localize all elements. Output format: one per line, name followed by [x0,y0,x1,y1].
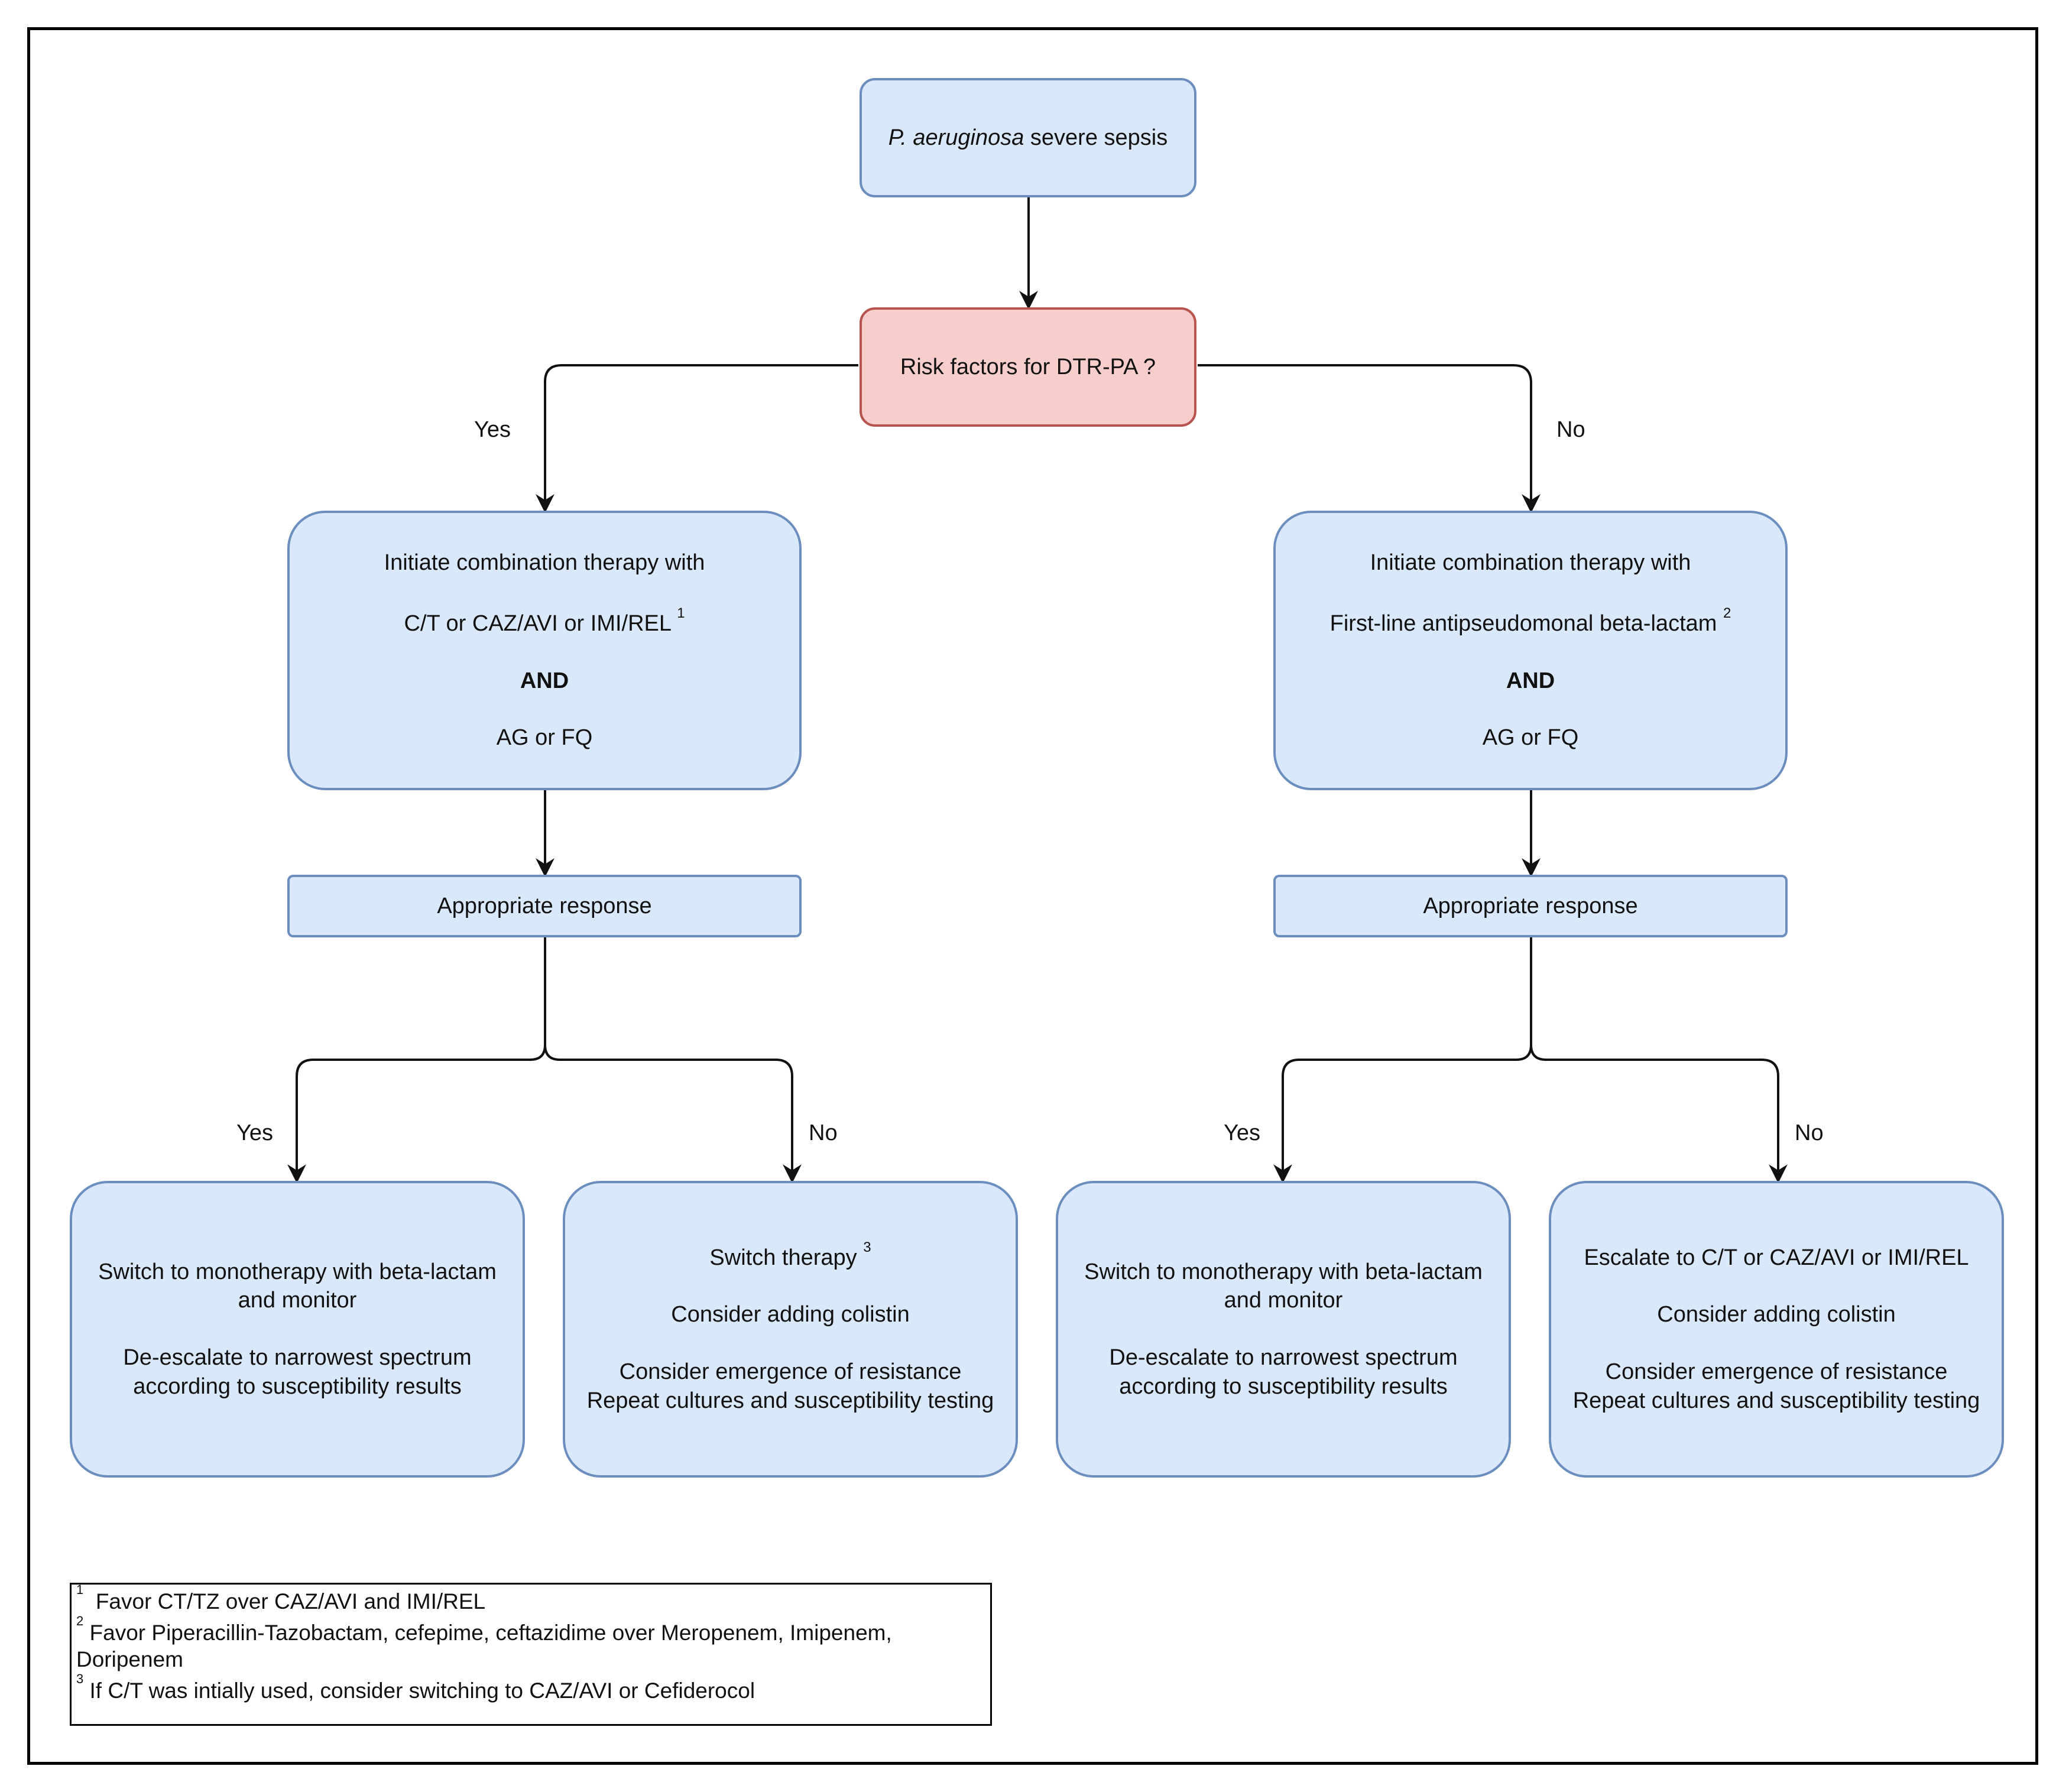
left-therapy-node: Initiate combination therapy with C/T or… [287,511,802,790]
right-no-outcome-node: Escalate to C/T or CAZ/AVI or IMI/REL Co… [1549,1181,2004,1478]
outcome-line: Consider adding colistin [1657,1302,1896,1327]
edge-left-response-yes [287,937,546,1183]
right-therapy-node: Initiate combination therapy with First-… [1273,511,1788,790]
outcome-line: De-escalate to narrowest spectrum [123,1345,472,1370]
left-no-outcome-node: Switch therapy 3 Consider adding colisti… [563,1181,1018,1478]
therapy-and: AND [520,668,569,693]
edge-label-yes: Yes [1224,1121,1260,1145]
left-yes-outcome-node: Switch to monotherapy with beta-lactam a… [70,1181,525,1478]
outcome-line: according to susceptibility results [1119,1374,1448,1399]
right-response-node: Appropriate response [1273,875,1788,937]
therapy-drugs: First-line antipseudomonal beta-lactam 2 [1329,605,1731,636]
edge-right-response-yes [1273,937,1532,1183]
diagram-frame [27,27,2038,1765]
outcome-line: according to susceptibility results [133,1374,462,1399]
therapy-drugs: C/T or CAZ/AVI or IMI/REL 1 [404,605,685,636]
outcome-line: and monitor [238,1288,357,1313]
outcome-line: Consider emergence of resistance [1605,1359,1948,1384]
edge-left-response-no [544,1044,802,1183]
outcome-line: De-escalate to narrowest spectrum [1109,1345,1458,1370]
response-label: Appropriate response [1423,893,1638,918]
outcome-line: Consider emergence of resistance [619,1359,962,1384]
outcome-line: Repeat cultures and susceptibility testi… [1572,1388,1980,1413]
edge-label-no: No [1556,417,1585,442]
therapy-and: AND [1506,668,1555,693]
outcome-line: Repeat cultures and susceptibility testi… [586,1388,994,1413]
therapy-intro: Initiate combination therapy with [384,550,705,576]
left-response-node: Appropriate response [287,875,802,937]
edge-label-yes: Yes [236,1121,273,1145]
therapy-combination: AG or FQ [1482,725,1579,751]
response-label: Appropriate response [437,893,652,918]
edge-decision-no [1198,364,1541,513]
outcome-line: Escalate to C/T or CAZ/AVI or IMI/REL [1584,1245,1969,1270]
decision-node: Risk factors for DTR-PA ? [860,307,1196,427]
outcome-line: and monitor [1224,1288,1343,1313]
outcome-line: Switch to monotherapy with beta-lactam [1084,1259,1483,1284]
footnote-ref: 2 [1723,605,1731,621]
footnote-ref: 3 [863,1239,871,1255]
outcome-line: Switch therapy 3 [709,1239,871,1270]
therapy-intro: Initiate combination therapy with [1370,550,1691,576]
footnote-legend: 1 Favor CT/TZ over CAZ/AVI and IMI/REL 2… [70,1582,992,1726]
start-node: P. aeruginosa severe sepsis [860,78,1196,197]
start-label: P. aeruginosa severe sepsis [888,125,1168,150]
right-yes-outcome-node: Switch to monotherapy with beta-lactam a… [1056,1181,1511,1478]
edge-right-response-no [1530,1044,1788,1183]
footnote-item: 2 Favor Piperacillin-Tazobactam, cefepim… [76,1614,892,1672]
outcome-line: Switch to monotherapy with beta-lactam [98,1259,497,1284]
edge-label-no: No [809,1121,838,1145]
edge-label-no: No [1795,1121,1824,1145]
edge-label-yes: Yes [474,417,511,442]
edge-decision-yes [536,364,858,513]
footnote-item: 3 If C/T was intially used, consider swi… [76,1671,755,1703]
outcome-line: Consider adding colistin [671,1302,910,1327]
footnote-ref: 1 [677,605,685,621]
therapy-combination: AG or FQ [496,725,593,751]
footnote-item: 1 Favor CT/TZ over CAZ/AVI and IMI/REL [76,1582,486,1614]
decision-label: Risk factors for DTR-PA ? [900,354,1156,379]
